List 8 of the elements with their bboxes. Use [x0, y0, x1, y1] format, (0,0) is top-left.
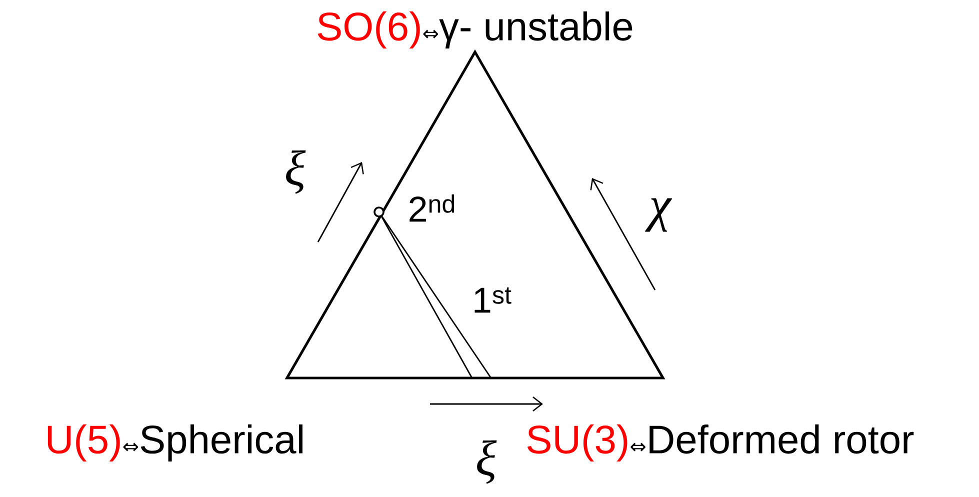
- order-label: 2$^{nd}$: [410, 194, 454, 222]
- parameter-label: ξ: [286, 150, 306, 194]
- vertex-label: SU(3)⇔Deformed rotor: [527, 424, 914, 462]
- order-label: 1$^{st}$: [474, 287, 512, 313]
- vertex-label: SO(6)⇔γ- unstable: [318, 11, 632, 49]
- parameter-label: ξ: [477, 440, 497, 484]
- vertex-label: U(5)⇔Spherical: [48, 424, 302, 462]
- parameter-label: χ: [645, 198, 672, 232]
